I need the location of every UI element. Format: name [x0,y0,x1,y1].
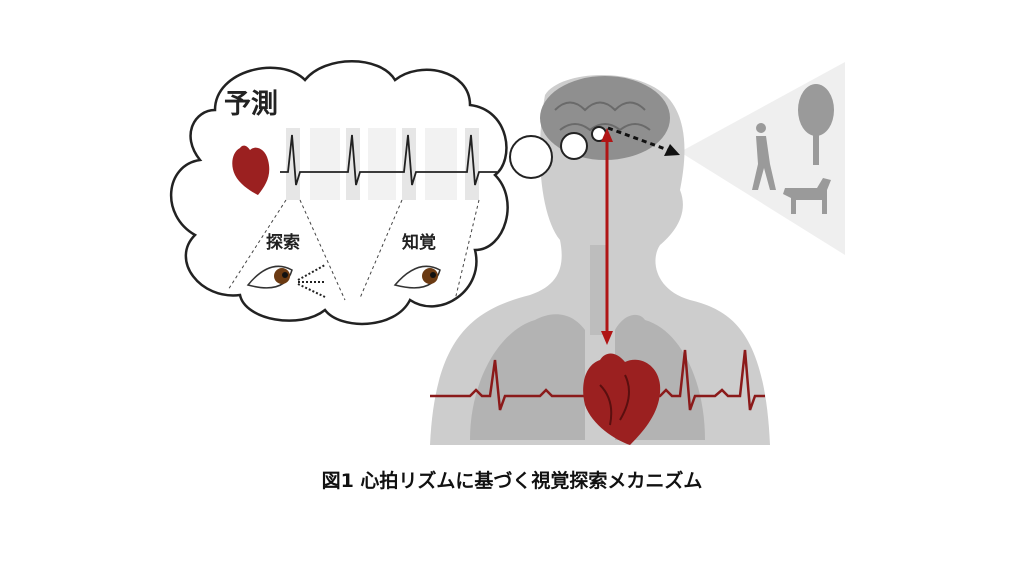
trachea [590,245,606,335]
gaze-arrow [607,126,669,152]
dog-icon [783,178,831,214]
person-icon [756,123,766,133]
eye-perceive-icon [393,265,441,289]
prediction-label: 予測 [224,89,278,120]
window-projection-lines [227,199,480,301]
thought-bubble-medium [560,132,588,160]
thought-bubble-large [509,135,553,179]
scene-icons [752,84,834,214]
explore-label: 探索 [266,233,300,253]
ecg-window-bars [286,128,479,200]
tree-icon [798,84,834,136]
body-ecg-line [430,349,765,411]
eye-explore-icon [246,265,293,289]
perceive-label: 知覚 [402,233,436,253]
heart-large [583,353,661,445]
brain [540,76,670,160]
heart-small [232,145,270,195]
dotted-arrows-icon [297,264,326,298]
predicted-ecg-line [280,134,497,186]
figure-caption: 図1 心拍リズムに基づく視覚探索メカニズム [321,470,703,492]
